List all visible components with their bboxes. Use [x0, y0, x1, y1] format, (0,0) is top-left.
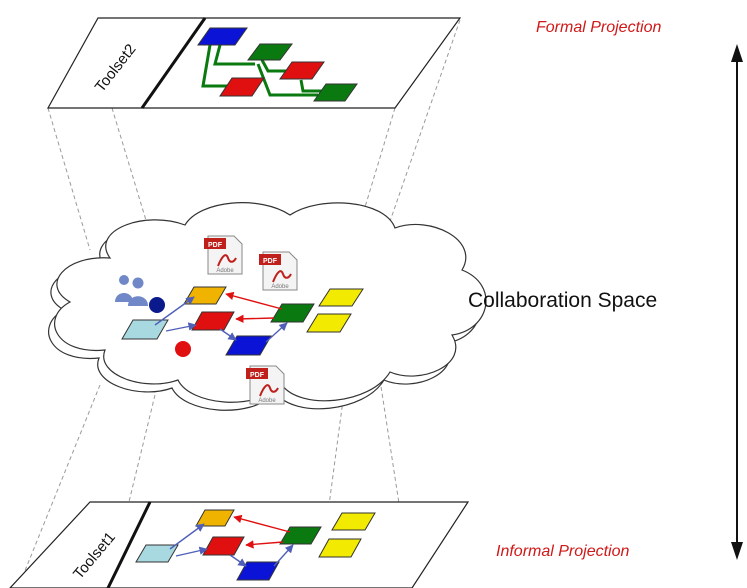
- collaboration-cloud: [48, 202, 487, 411]
- task-red: [279, 61, 325, 80]
- shape-orange: [195, 509, 235, 527]
- people-icon: [115, 275, 148, 306]
- blue-arrow: [154, 296, 195, 326]
- blue-arrow: [265, 322, 288, 343]
- blue-arrow: [169, 523, 205, 550]
- shape-blue: [236, 561, 280, 581]
- informal-plane: Toolset1: [9, 501, 470, 588]
- projection-line: [351, 107, 396, 251]
- projection-line: [111, 107, 156, 251]
- projection-range-arrow: [731, 44, 743, 560]
- shape-blue: [225, 335, 272, 356]
- red-circle: [175, 341, 191, 357]
- cloud-outline-front: [54, 202, 487, 403]
- shape-yellow: [318, 288, 364, 307]
- red-arrow: [233, 514, 291, 533]
- red-arrow: [235, 314, 275, 323]
- informal-plane-divider: [106, 501, 152, 588]
- cloud-contents: PDF Adobe PDF Adobe PDF Adobe: [115, 235, 364, 405]
- svg-text:Adobe: Adobe: [271, 284, 289, 290]
- toolset1-arrows: [169, 514, 294, 567]
- svg-text:PDF: PDF: [208, 242, 223, 249]
- projection-line: [107, 394, 156, 588]
- blue-arrow: [175, 546, 208, 557]
- blue-arrow: [229, 554, 247, 567]
- task-green: [247, 43, 293, 61]
- informal-projection-label: Informal Projection: [496, 543, 629, 560]
- workflow-connectors: [201, 44, 330, 97]
- projection-line: [17, 384, 101, 588]
- task-red: [219, 77, 265, 97]
- shape-lightblue: [135, 544, 179, 563]
- shape-yellow: [331, 512, 376, 531]
- navy-circle: [149, 297, 165, 313]
- collaboration-space-label: Collaboration Space: [468, 289, 657, 312]
- arrow-head-down: [731, 542, 743, 560]
- pdf-document-icon: PDF Adobe: [259, 251, 298, 291]
- red-arrow: [245, 540, 284, 549]
- formal-workflow: [197, 27, 358, 102]
- svg-text:PDF: PDF: [263, 258, 278, 265]
- blue-arrow: [165, 322, 197, 332]
- cloud-arrows: [154, 291, 288, 343]
- arrow-head-up: [731, 44, 743, 62]
- formal-projection-label: Formal Projection: [536, 19, 661, 36]
- projection-line: [47, 107, 91, 251]
- svg-text:Adobe: Adobe: [258, 398, 276, 404]
- svg-text:PDF: PDF: [250, 372, 265, 379]
- pdf-document-icon: PDF Adobe: [246, 365, 285, 405]
- blue-arrow: [273, 544, 294, 567]
- task-green: [313, 83, 358, 102]
- shape-green: [279, 526, 322, 545]
- formal-plane-divider: [140, 17, 207, 109]
- task-blue: [197, 27, 248, 46]
- shape-yellow: [306, 313, 352, 333]
- shape-yellow: [318, 538, 362, 558]
- pdf-document-icon: PDF Adobe: [204, 235, 243, 275]
- red-arrow: [225, 291, 283, 310]
- svg-text:Adobe: Adobe: [216, 268, 234, 274]
- formal-plane: Toolset2: [46, 17, 462, 109]
- projection-line: [379, 19, 461, 251]
- blue-arrow: [219, 328, 237, 341]
